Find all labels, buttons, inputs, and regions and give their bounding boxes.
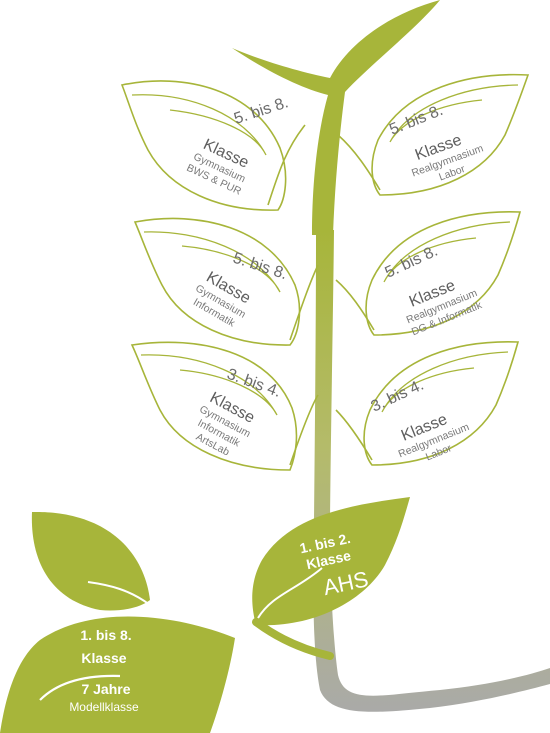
model-label: Modellklasse	[69, 700, 139, 714]
leaf-left-1	[120, 80, 306, 211]
leaf-right-3	[335, 341, 520, 466]
leaf-right-3-grade: 3. bis 4.	[369, 377, 427, 416]
leaf-left-2-grade: 5. bis 8.	[231, 250, 290, 283]
sprout-leaf	[31, 512, 151, 611]
leaf-right-2-grade: 5. bis 8.	[383, 243, 441, 282]
leaf-right-2	[335, 211, 522, 336]
ahs-label: AHS	[321, 566, 370, 600]
model-grade: 1. bis 8.	[80, 627, 131, 643]
model-years: 7 Jahre	[81, 681, 130, 697]
leaf-right-1	[337, 73, 530, 196]
top-sprout	[232, 0, 440, 235]
leaf-right-1-grade: 5. bis 8.	[387, 102, 445, 139]
leaf-left-1-grade: 5. bis 8.	[232, 94, 291, 127]
model-leaf	[0, 616, 235, 733]
ahs-leaf	[252, 497, 410, 660]
leaf-left-1-text: 5. bis 8.	[232, 94, 291, 127]
leaf-left-3-grade: 3. bis 4.	[225, 366, 283, 401]
model-leaf-text: 1. bis 8. Klasse 7 Jahre Modellklasse	[69, 627, 139, 714]
leaf-left-2	[133, 217, 319, 346]
leaf-left-3	[130, 341, 319, 471]
model-klasse: Klasse	[81, 650, 126, 666]
